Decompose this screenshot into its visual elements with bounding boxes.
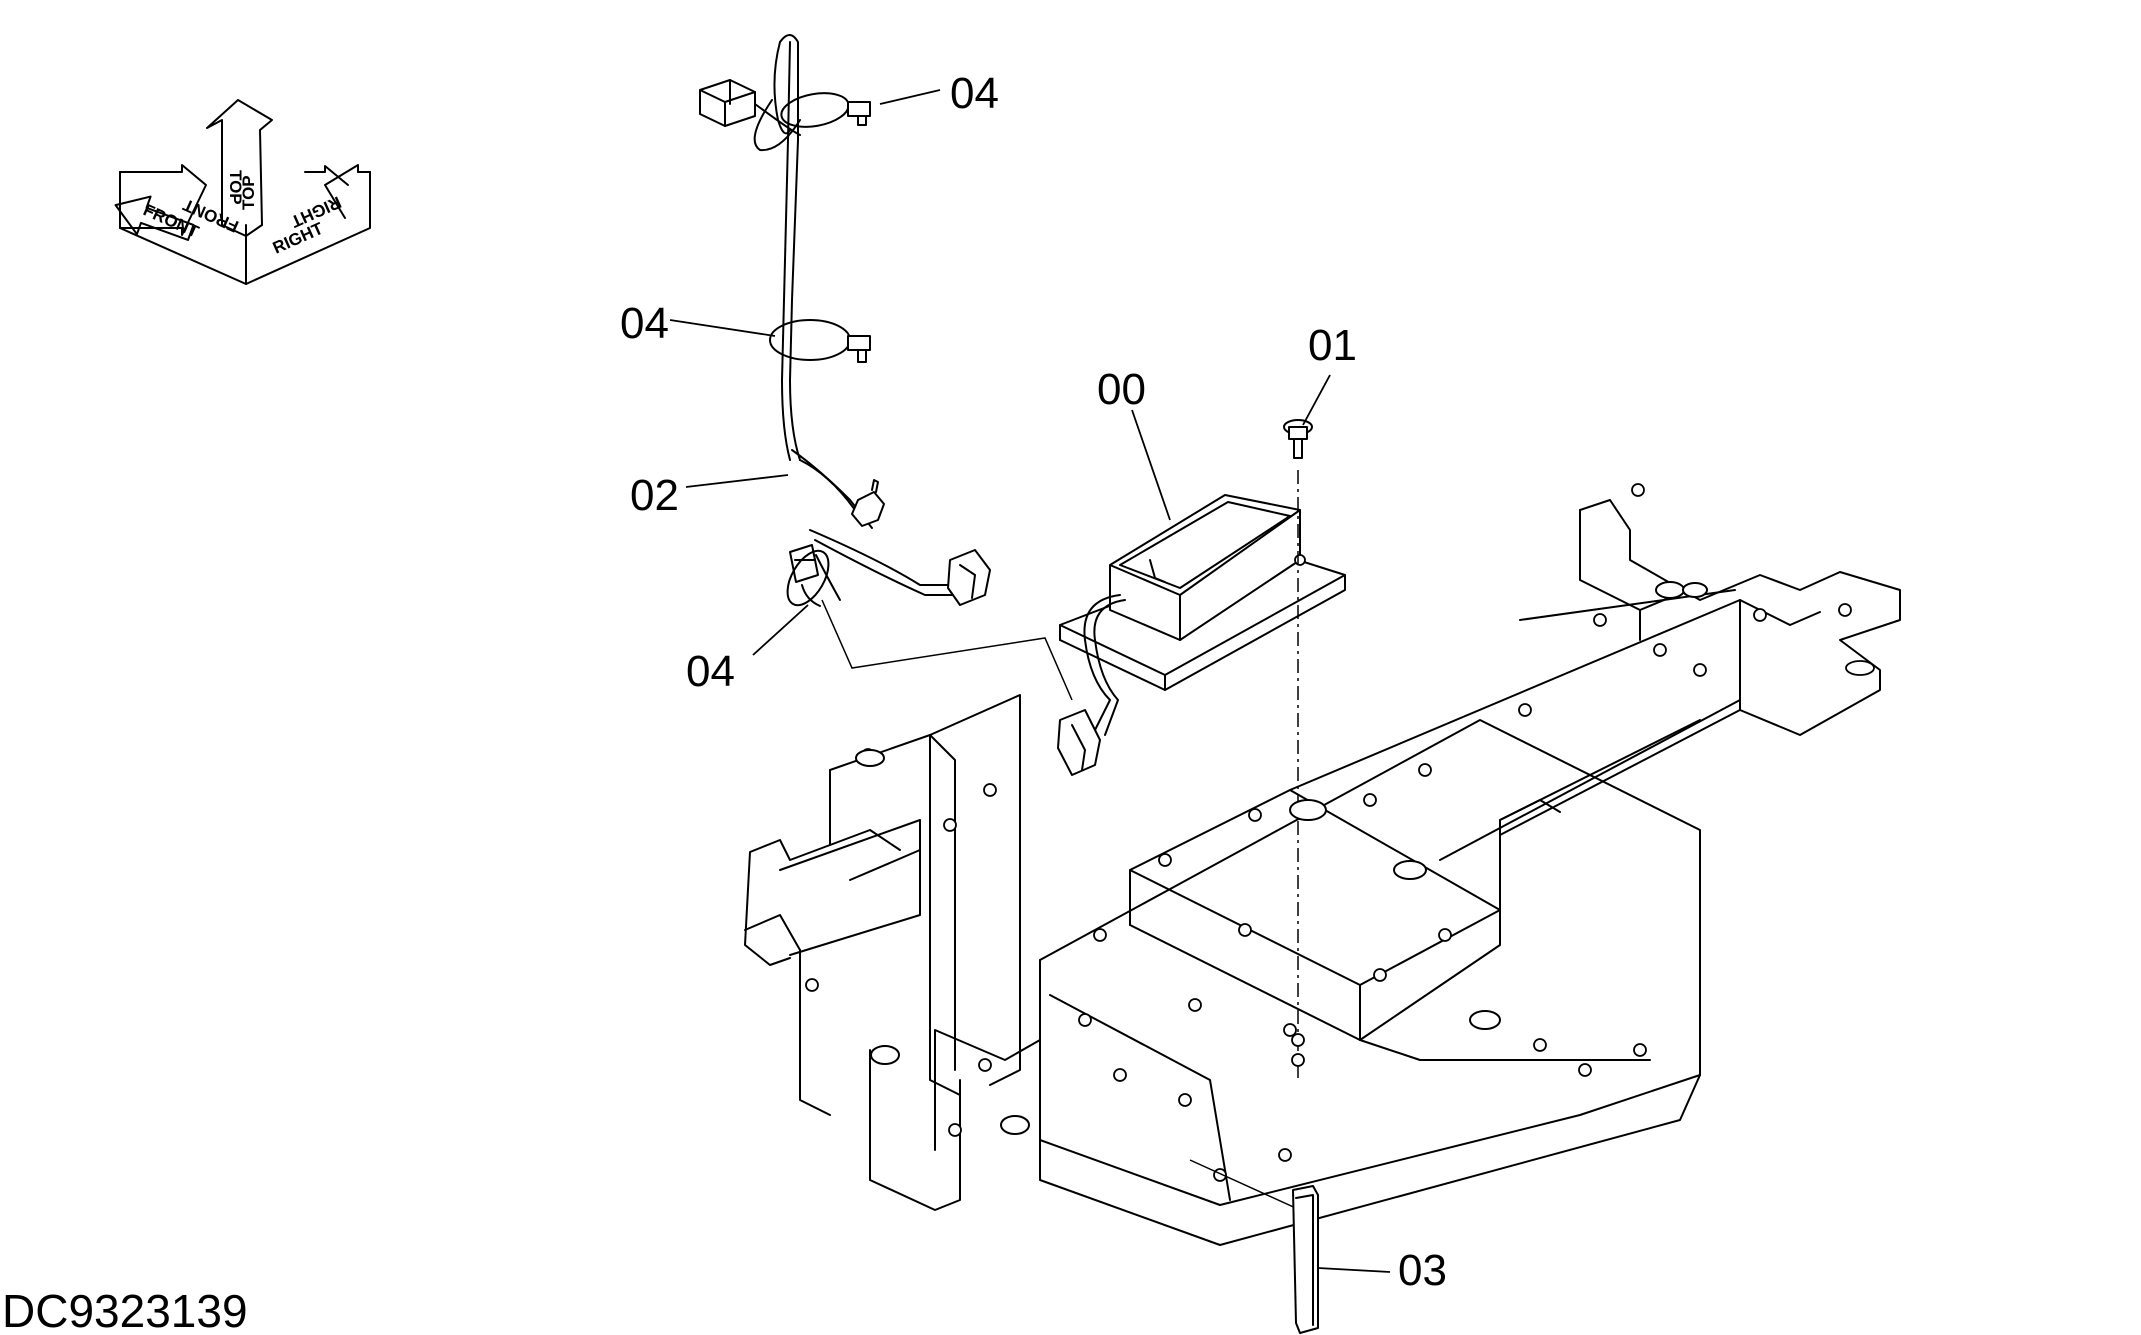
part-01-bolt <box>1283 419 1313 459</box>
part-04-cable-ties <box>769 92 871 607</box>
main-frame <box>744 483 1901 1246</box>
callout-03: 03 <box>1398 1246 1447 1295</box>
callout-04-top: 04 <box>950 69 999 118</box>
orientation-top-label-mirror: TOP <box>239 175 258 210</box>
part-02-harness <box>699 34 991 607</box>
frame-holes <box>805 483 1875 1182</box>
callout-04-bottom: 04 <box>686 647 735 696</box>
part-03-tie-spacer <box>1189 1159 1319 1334</box>
harness-connection-line <box>821 599 1073 701</box>
orientation-top-label: TOP <box>226 170 245 205</box>
callout-02: 02 <box>630 471 679 520</box>
callout-leaders <box>669 89 1391 1273</box>
callout-00: 00 <box>1097 365 1146 414</box>
callout-01: 01 <box>1308 321 1357 370</box>
drawing-id: DC9323139 <box>2 1285 248 1335</box>
frame-fasteners <box>855 581 1708 1135</box>
callout-04-middle: 04 <box>620 299 669 348</box>
orientation-indicator: FRONT FRONT TOP TOP RIGHT RIGHT <box>114 99 371 285</box>
part-00-controller <box>1057 494 1346 776</box>
